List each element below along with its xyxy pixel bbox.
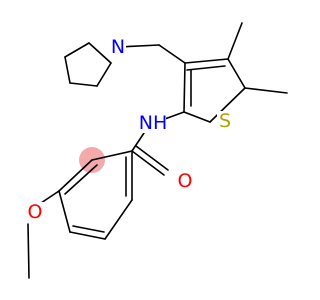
bond [69,231,106,240]
bond [58,159,93,192]
carbonyl-bond [135,145,169,171]
bond [27,223,30,279]
bond [96,62,112,87]
bond [183,111,211,123]
bond [64,42,90,58]
bond [158,44,186,64]
atom-label-s: S [219,110,231,132]
bond [184,58,229,64]
pyrrolidine-ring [64,42,112,87]
bond [58,190,71,233]
atom-label-n: N [111,36,125,58]
bond [88,42,112,64]
atom-label-o-methoxy: O [28,201,43,223]
bond [69,82,98,87]
methyl-bond [227,22,243,60]
benzene-ring [58,150,133,240]
bond [186,65,226,71]
bond [72,225,105,233]
carbonyl-bond [131,150,165,176]
thiophene-ring [183,58,246,123]
bond [64,56,71,84]
bond [227,58,246,89]
bond [183,62,186,113]
bond [64,164,98,195]
atom-label-o-carbonyl: O [178,170,193,192]
bond [91,150,133,161]
bond [209,87,246,123]
bond [104,199,133,240]
atom-label-nh: NH [139,112,168,134]
bond [131,132,145,152]
methyl-bond [244,87,288,94]
molecule-diagram: N NH S O O [26,22,288,279]
